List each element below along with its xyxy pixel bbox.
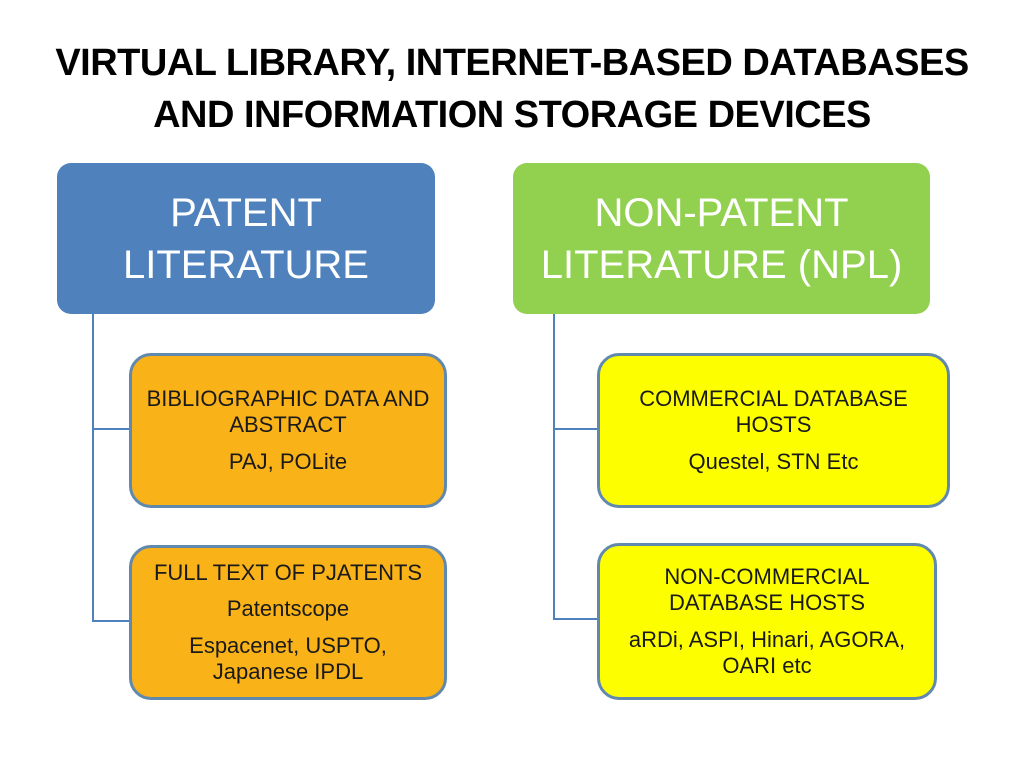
slide-title-line-2: AND INFORMATION STORAGE DEVICES	[153, 94, 871, 137]
slide-title: VIRTUAL LIBRARY, INTERNET-BASED DATABASE…	[0, 37, 1024, 141]
non-patent-child-box-non-commercial: NON-COMMERCIAL DATABASE HOSTS aRDi, ASPI…	[597, 543, 937, 700]
non-patent-root-box: NON-PATENT LITERATURE (NPL)	[513, 163, 930, 314]
patent-child-box-bibliographic: BIBLIOGRAPHIC DATA AND ABSTRACT PAJ, POL…	[129, 353, 447, 508]
child-box-paragraph: Espacenet, USPTO, Japanese IPDL	[189, 632, 387, 684]
non-patent-child-box-commercial: COMMERCIAL DATABASE HOSTS Questel, STN E…	[597, 353, 950, 508]
child-box-paragraph: COMMERCIAL DATABASE HOSTS	[639, 385, 908, 438]
patent-connector-branch-2-line	[93, 620, 131, 622]
patent-root-label: PATENT LITERATURE	[123, 190, 369, 287]
non-patent-connector-branch-1-line	[554, 428, 599, 430]
patent-root-box: PATENT LITERATURE	[57, 163, 435, 314]
non-patent-root-label: NON-PATENT LITERATURE (NPL)	[540, 190, 903, 287]
child-box-paragraph: PAJ, POLite	[228, 448, 348, 474]
patent-connector-branch-1-line	[93, 428, 131, 430]
slide-title-line-1: VIRTUAL LIBRARY, INTERNET-BASED DATABASE…	[55, 42, 969, 85]
child-box-paragraph: Patentscope	[226, 596, 350, 622]
non-patent-connector-branch-2-line	[554, 618, 599, 620]
non-patent-connector-vertical-line	[553, 314, 555, 620]
child-box-paragraph: BIBLIOGRAPHIC DATA AND ABSTRACT	[146, 385, 430, 438]
patent-child-box-fulltext: FULL TEXT OF PJATENTS Patentscope Espace…	[129, 545, 447, 700]
patent-connector-vertical-line	[92, 314, 94, 622]
child-box-paragraph: aRDi, ASPI, Hinari, AGORA, OARI etc	[628, 626, 906, 678]
child-box-paragraph: Questel, STN Etc	[688, 448, 859, 474]
child-box-paragraph: NON-COMMERCIAL DATABASE HOSTS	[664, 563, 870, 616]
child-box-paragraph: FULL TEXT OF PJATENTS	[153, 559, 423, 585]
